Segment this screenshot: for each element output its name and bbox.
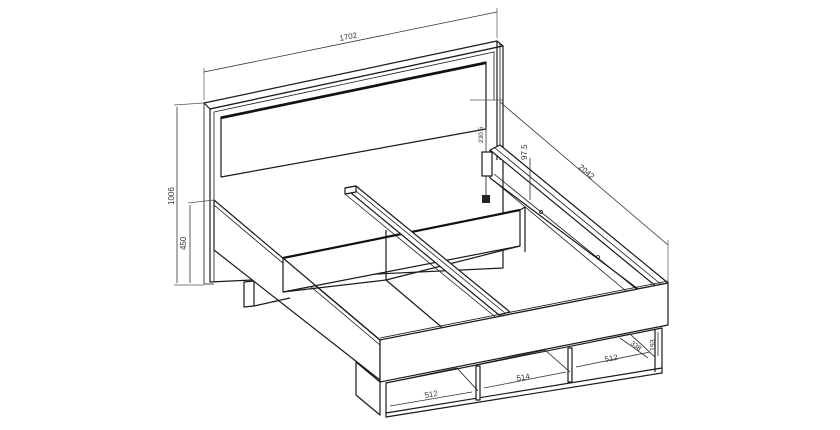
dim-compartment-left-width: 512 [424, 389, 439, 400]
dim-headboard-panel-offset: 230.5 [478, 126, 485, 143]
fitting-icon [482, 195, 490, 203]
compartment-divider-2 [567, 347, 573, 383]
headboard [203, 40, 504, 285]
dim-compartment-middle-width: 514 [516, 372, 531, 383]
dim-overall-length: 2042 [577, 163, 597, 182]
dim-side-rail-height: 450 [179, 236, 188, 250]
dim-overall-height: 1006 [167, 187, 176, 205]
dim-rail-height: 97.5 [520, 144, 529, 160]
footboard [282, 257, 669, 416]
dim-compartment-height: 193 [650, 339, 657, 351]
dim-overall-width: 1702 [339, 31, 359, 43]
dim-compartment-right-width: 512 [604, 353, 619, 364]
rail-bracket-icon [481, 151, 493, 177]
center-divider [282, 230, 521, 331]
compartment-divider-1 [475, 365, 481, 401]
right-side-rail [481, 144, 669, 299]
dimension-lines [173, 8, 669, 407]
